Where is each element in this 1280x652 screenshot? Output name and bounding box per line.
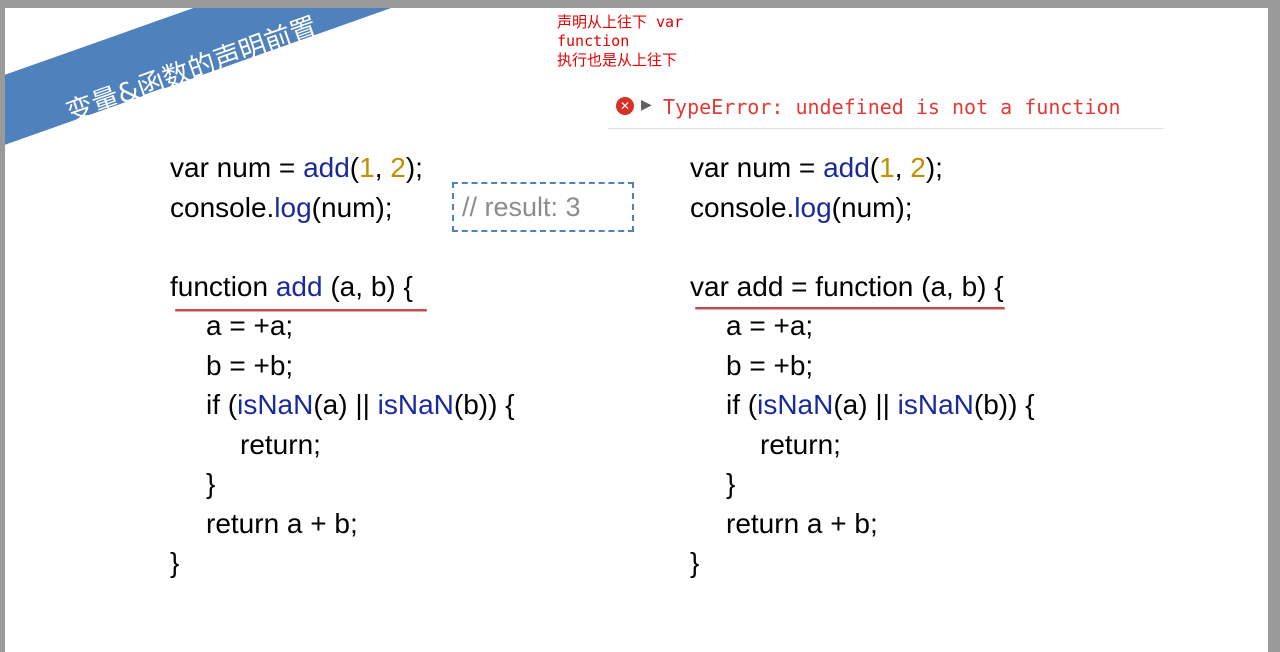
result-comment-box: // result: 3	[452, 182, 634, 232]
code-line: var num = add(1, 2);	[690, 152, 943, 183]
left-declaration-underline	[175, 309, 427, 311]
left-code-block: var num = add(1, 2); console.log(num); f…	[170, 148, 515, 583]
code-line: return a + b;	[206, 507, 358, 539]
code-line: }	[726, 468, 736, 499]
code-line: a = +a;	[206, 310, 294, 341]
triangle-right-icon[interactable]: ▶	[641, 97, 652, 113]
code-line: a = +a;	[726, 310, 814, 341]
right-code-block: var num = add(1, 2); console.log(num); v…	[690, 148, 1035, 583]
code-line-blank	[690, 227, 1035, 267]
code-line: return;	[240, 428, 321, 460]
code-line: if (isNaN(a) || isNaN(b)) {	[206, 389, 515, 420]
console-error-text: TypeError: undefined is not a function	[663, 95, 1121, 119]
error-circle-icon: ✕	[616, 97, 634, 115]
code-line: var add = function (a, b) {	[690, 270, 1004, 302]
code-line-blank	[170, 227, 515, 267]
code-line: return a + b;	[726, 507, 878, 539]
code-line: var num = add(1, 2);	[170, 152, 423, 183]
right-declaration-underline	[695, 307, 1005, 309]
code-line: b = +b;	[726, 349, 814, 381]
code-line: if (isNaN(a) || isNaN(b)) {	[726, 389, 1035, 420]
console-error-bar: ✕ ▶ TypeError: undefined is not a functi…	[608, 86, 1164, 129]
code-line: }	[690, 547, 700, 578]
code-line: }	[206, 468, 216, 499]
code-line: }	[170, 547, 180, 578]
code-line: return;	[760, 428, 841, 460]
note-line: 声明从上往下 var	[557, 13, 684, 31]
code-line: console.log(num);	[690, 191, 913, 223]
code-line: function add (a, b) {	[170, 270, 413, 302]
code-line: console.log(num);	[170, 191, 393, 223]
code-line: b = +b;	[206, 349, 294, 381]
note-line: 执行也是从上往下	[557, 51, 678, 69]
note-line: function	[557, 32, 630, 50]
